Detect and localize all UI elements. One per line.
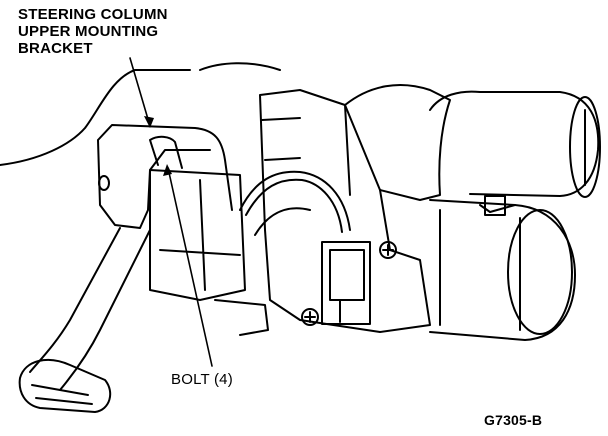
shaft-grip [18, 358, 112, 413]
housing-detail [159, 179, 269, 336]
column-tube [429, 90, 600, 197]
screw-lower [301, 308, 319, 326]
bracket-leader-line [129, 57, 151, 127]
switch-module [321, 241, 371, 325]
switch-module-detail [329, 249, 365, 323]
bracket-hole [98, 175, 110, 191]
dash-panel-upper-curve [199, 62, 281, 71]
bolt-callout: BOLT (4) [171, 371, 233, 388]
column-body-lines [261, 104, 351, 196]
figure-id: G7305-B [484, 412, 543, 428]
bracket-callout: STEERING COLUMN UPPER MOUNTING BRACKET [18, 6, 168, 57]
upper-shroud [344, 84, 451, 201]
steering-shaft [29, 227, 151, 391]
wiring-harness [239, 170, 351, 236]
column-housing [149, 169, 246, 301]
bolt [149, 135, 183, 169]
column-body [259, 89, 431, 333]
bracket-callout-line-1: STEERING COLUMN [18, 6, 168, 23]
lower-cylinder-end [507, 209, 573, 335]
shaft-grip-lines [31, 384, 93, 405]
lower-cylinder [429, 199, 576, 341]
mounting-bracket [97, 124, 233, 229]
bracket-callout-line-2: UPPER MOUNTING [18, 23, 159, 40]
bolt-leader-line [167, 167, 213, 367]
screw-right-slot [382, 244, 394, 256]
bracket-leader-arrow [144, 116, 154, 128]
retaining-clip [484, 195, 506, 216]
lower-cylinder-detail [439, 204, 521, 331]
screw-lower-slot [304, 311, 316, 323]
bracket-callout-line-3: BRACKET [18, 40, 93, 57]
screw-right [379, 241, 397, 259]
bolt-leader-arrow [163, 164, 172, 176]
dash-panel-outline [0, 69, 191, 166]
tube-end [569, 96, 601, 198]
